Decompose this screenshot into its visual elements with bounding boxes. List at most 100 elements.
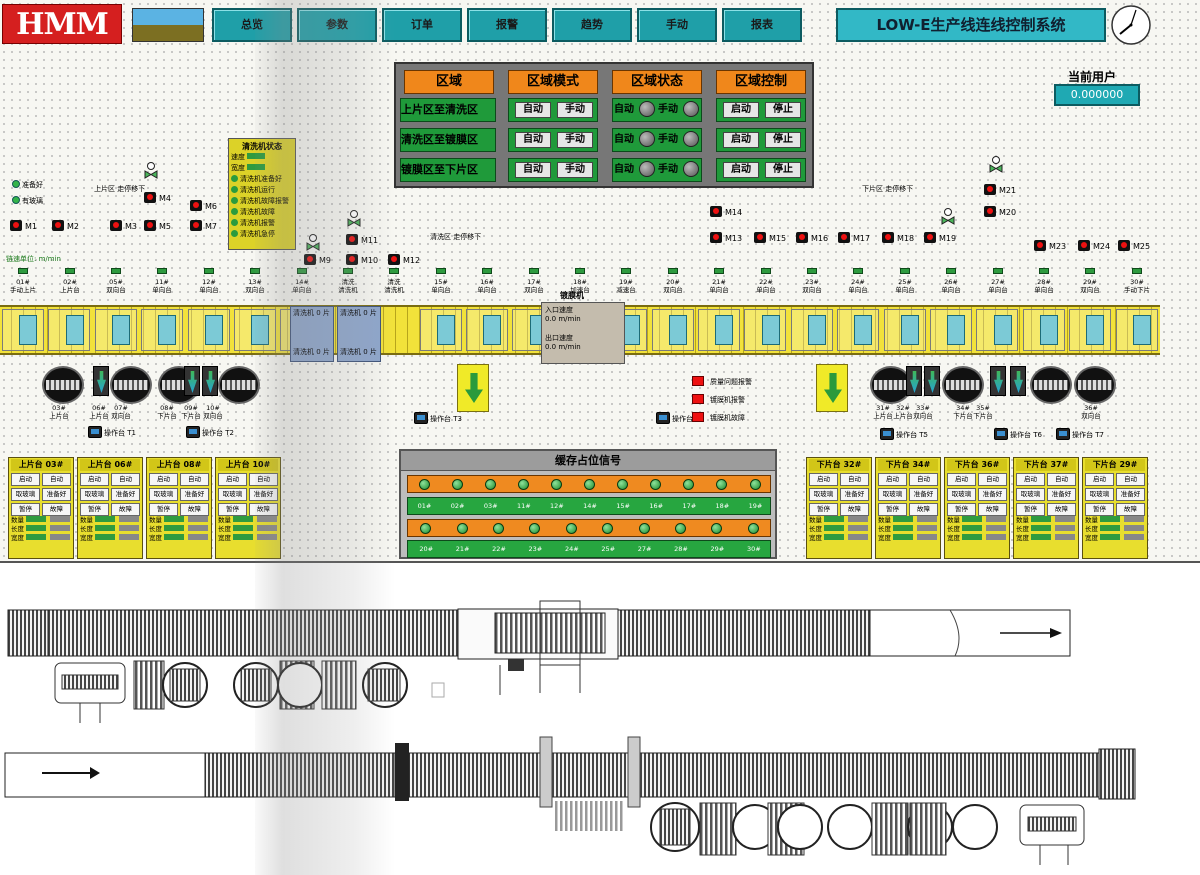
terminal-t2[interactable]: 操作台 T2 [186,426,234,438]
panel-button[interactable]: 自动 [111,473,140,486]
panel-button[interactable]: 取玻璃 [809,488,838,501]
turntable-right-4[interactable] [1074,366,1116,404]
panel-button[interactable]: 启动 [1085,473,1114,486]
motor-m25[interactable]: M25 [1118,240,1150,254]
start-button[interactable]: 启动 [723,132,759,148]
panel-button[interactable]: 准备好 [111,488,140,501]
panel-button[interactable]: 自动 [909,473,938,486]
auto-mode-button[interactable]: 自动 [515,102,551,118]
panel-button[interactable]: 故障 [249,503,278,516]
panel-button[interactable]: 准备好 [1116,488,1145,501]
motor-m2[interactable]: M2 [52,220,79,234]
panel-button[interactable]: 故障 [111,503,140,516]
stop-button[interactable]: 停止 [765,132,801,148]
panel-button[interactable]: 启动 [1016,473,1045,486]
panel-button[interactable]: 暂停 [80,503,109,516]
panel-button[interactable]: 暂停 [878,503,907,516]
terminal-t1[interactable]: 操作台 T1 [88,426,136,438]
stop-button[interactable]: 停止 [765,162,801,178]
panel-button[interactable]: 自动 [42,473,71,486]
panel-button[interactable]: 故障 [180,503,209,516]
motor-m21[interactable]: M21 [984,184,1016,198]
panel-button[interactable]: 取玻璃 [947,488,976,501]
motor-m19[interactable]: M19 [924,232,956,246]
motor-m5[interactable]: M5 [144,220,171,234]
panel-button[interactable]: 启动 [80,473,109,486]
terminal-t7[interactable]: 操作台 T7 [1056,428,1104,440]
panel-button[interactable]: 启动 [218,473,247,486]
panel-button[interactable]: 准备好 [180,488,209,501]
motor-m12[interactable]: M12 [388,254,420,268]
manual-mode-button[interactable]: 手动 [557,132,593,148]
motor-m1[interactable]: M1 [10,220,37,234]
nav-button-5[interactable]: 手动 [637,8,717,42]
panel-button[interactable]: 自动 [840,473,869,486]
nav-button-3[interactable]: 报警 [467,8,547,42]
panel-button[interactable]: 暂停 [149,503,178,516]
panel-button[interactable]: 自动 [978,473,1007,486]
terminal-t5[interactable]: 操作台 T5 [880,428,928,440]
panel-button[interactable]: 暂停 [1016,503,1045,516]
panel-button[interactable]: 启动 [809,473,838,486]
panel-button[interactable]: 暂停 [809,503,838,516]
panel-button[interactable]: 准备好 [249,488,278,501]
panel-button[interactable]: 故障 [840,503,869,516]
motor-m6[interactable]: M6 [190,200,217,214]
panel-button[interactable]: 启动 [878,473,907,486]
panel-button[interactable]: 准备好 [42,488,71,501]
motor-m24[interactable]: M24 [1078,240,1110,254]
turntable-right-3[interactable] [1030,366,1072,404]
nav-button-1[interactable]: 参数 [297,8,377,42]
panel-button[interactable]: 取玻璃 [149,488,178,501]
motor-m23[interactable]: M23 [1034,240,1066,254]
panel-button[interactable]: 暂停 [218,503,247,516]
motor-m17[interactable]: M17 [838,232,870,246]
motor-m7[interactable]: M7 [190,220,217,234]
coater-machine[interactable]: 镀膜机 入口速度 0.0 m/min 出口速度 0.0 m/min [541,291,625,364]
panel-button[interactable]: 故障 [978,503,1007,516]
alarm-quality[interactable]: 质量问题报警 [692,376,752,387]
motor-m20[interactable]: M20 [984,206,1016,220]
nav-button-4[interactable]: 趋势 [552,8,632,42]
panel-button[interactable]: 暂停 [947,503,976,516]
panel-button[interactable]: 取玻璃 [11,488,40,501]
turntable-left-2[interactable] [110,366,152,404]
manual-mode-button[interactable]: 手动 [557,102,593,118]
washer-1[interactable]: 清洗机 0 片 清洗机 0 片 [290,306,334,362]
turntable-left-4[interactable] [218,366,260,404]
motor-m15[interactable]: M15 [754,232,786,246]
panel-button[interactable]: 准备好 [840,488,869,501]
panel-button[interactable]: 取玻璃 [878,488,907,501]
panel-button[interactable]: 启动 [947,473,976,486]
panel-button[interactable]: 故障 [1047,503,1076,516]
alarm-coater[interactable]: 镀膜机报警 [692,394,745,405]
panel-button[interactable]: 准备好 [978,488,1007,501]
panel-button[interactable]: 准备好 [1047,488,1076,501]
turntable-left-1[interactable] [42,366,84,404]
stop-button[interactable]: 停止 [765,102,801,118]
panel-button[interactable]: 故障 [42,503,71,516]
auto-mode-button[interactable]: 自动 [515,162,551,178]
motor-m11[interactable]: M11 [346,234,378,248]
motor-m4[interactable]: M4 [144,192,171,206]
motor-m13[interactable]: M13 [710,232,742,246]
panel-button[interactable]: 自动 [1047,473,1076,486]
motor-m14[interactable]: M14 [710,206,742,220]
washer-2[interactable]: 清洗机 0 片 清洗机 0 片 [337,306,381,362]
panel-button[interactable]: 自动 [1116,473,1145,486]
turntable-right-2[interactable] [942,366,984,404]
alarm-coater-fault[interactable]: 镀膜机故障 [692,412,745,423]
panel-button[interactable]: 暂停 [1085,503,1114,516]
panel-button[interactable]: 准备好 [909,488,938,501]
panel-button[interactable]: 取玻璃 [1016,488,1045,501]
panel-button[interactable]: 故障 [1116,503,1145,516]
nav-button-6[interactable]: 报表 [722,8,802,42]
start-button[interactable]: 启动 [723,162,759,178]
terminal-t6[interactable]: 操作台 T6 [994,428,1042,440]
panel-button[interactable]: 故障 [909,503,938,516]
nav-button-0[interactable]: 总览 [212,8,292,42]
motor-m18[interactable]: M18 [882,232,914,246]
motor-m10[interactable]: M10 [346,254,378,268]
motor-m9[interactable]: M9 [304,254,331,268]
panel-button[interactable]: 启动 [11,473,40,486]
